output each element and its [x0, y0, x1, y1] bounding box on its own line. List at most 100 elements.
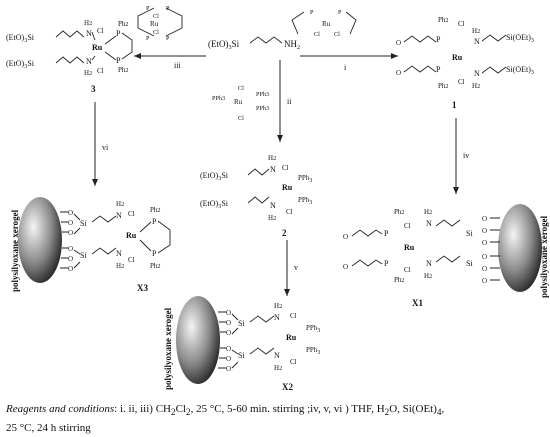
xerogel-sphere — [18, 197, 62, 283]
svg-text:Si: Si — [80, 251, 87, 260]
svg-text:PPh3: PPh3 — [256, 91, 269, 98]
svg-text:N: N — [116, 211, 122, 220]
svg-text:O: O — [482, 215, 487, 223]
svg-text:P: P — [384, 259, 389, 268]
figure-caption: Reagents and conditions: i. ii, iii) CH2… — [6, 401, 546, 436]
svg-text:O: O — [68, 265, 73, 273]
svg-text:Ru: Ru — [150, 20, 159, 28]
svg-text:Cl: Cl — [404, 266, 411, 274]
svg-text:PPh3: PPh3 — [298, 196, 312, 206]
svg-text:H2: H2 — [268, 154, 276, 162]
compound-2: (EtO)3Si (EtO)3Si H2 N N H2 Ru Cl Cl PPh… — [200, 154, 312, 238]
svg-text:Ph2: Ph2 — [438, 16, 449, 24]
svg-text:O: O — [226, 365, 231, 373]
svg-text:NH2: NH2 — [284, 39, 300, 51]
svg-text:Si: Si — [80, 219, 87, 228]
xerogel-sphere — [498, 204, 542, 292]
svg-text:P: P — [116, 56, 121, 65]
caption-sub: 2 — [171, 407, 176, 418]
svg-text:Cl: Cl — [128, 256, 135, 264]
svg-text:Ph2: Ph2 — [150, 206, 161, 214]
svg-text:H2: H2 — [274, 302, 282, 310]
caption-text: Cl — [175, 403, 186, 415]
svg-text:Ru: Ru — [322, 20, 331, 28]
svg-text:Ru: Ru — [126, 231, 137, 240]
svg-text:H2: H2 — [84, 19, 92, 27]
svg-text:P: P — [152, 217, 157, 226]
arrow-ii: ii — [277, 60, 292, 142]
svg-text:O: O — [68, 209, 73, 217]
svg-text:Cl: Cl — [282, 164, 289, 172]
svg-text:Cl: Cl — [128, 210, 135, 218]
svg-text:Ru: Ru — [234, 98, 243, 106]
svg-text:(EtO)3Si: (EtO)3Si — [6, 33, 35, 44]
svg-text:H2: H2 — [472, 27, 480, 35]
reagent-complex-ii: Ru Cl Cl PPh3 PPh3 PPh3 — [212, 85, 269, 122]
svg-text:Cl: Cl — [458, 78, 465, 86]
svg-text:(EtO)3Si: (EtO)3Si — [6, 59, 35, 70]
svg-text:Ph2: Ph2 — [118, 20, 129, 28]
svg-text:3: 3 — [91, 84, 96, 94]
svg-text:vi: vi — [102, 143, 109, 152]
svg-text:Si: Si — [466, 229, 473, 238]
svg-text:Si: Si — [238, 351, 245, 360]
svg-text:Cl: Cl — [334, 31, 340, 38]
svg-text:N: N — [426, 219, 432, 228]
svg-text:H2: H2 — [268, 214, 276, 222]
compound-x2: polysilyoxane xerogel O O O O O O Si Si … — [163, 296, 320, 392]
svg-text:P: P — [146, 35, 150, 42]
xerogel-sphere — [176, 296, 220, 384]
svg-text:N: N — [474, 37, 480, 46]
svg-text:iii: iii — [174, 61, 181, 70]
svg-text:Cl: Cl — [97, 27, 104, 35]
caption-sub: 2 — [384, 407, 390, 418]
svg-text:Cl: Cl — [238, 115, 244, 122]
caption-text: : i. ii, iii) CH — [114, 403, 171, 415]
svg-text:O: O — [482, 227, 487, 235]
svg-text:H2: H2 — [472, 82, 480, 90]
caption-text: , 25 °C, 5-60 min. stirring ;iv, v, vi )… — [190, 403, 385, 415]
svg-text:Cl: Cl — [153, 29, 159, 36]
svg-text:Si: Si — [466, 259, 473, 268]
svg-text:O: O — [482, 253, 487, 261]
svg-text:P: P — [436, 65, 441, 74]
svg-text:Cl: Cl — [153, 13, 159, 20]
svg-text:Si(OEt)3: Si(OEt)3 — [506, 33, 534, 44]
caption-text: , — [441, 403, 445, 415]
svg-text:H2: H2 — [116, 200, 124, 208]
svg-text:PPh3: PPh3 — [212, 95, 225, 102]
svg-text:P: P — [384, 229, 389, 238]
svg-text:iv: iv — [463, 151, 469, 160]
svg-text:polysilyoxane xerogel: polysilyoxane xerogel — [10, 209, 20, 292]
svg-text:Ru: Ru — [286, 333, 297, 342]
svg-text:1: 1 — [452, 100, 457, 110]
svg-text:N: N — [270, 165, 276, 174]
svg-text:O: O — [226, 319, 231, 327]
svg-text:Ru: Ru — [282, 183, 293, 192]
svg-text:H2: H2 — [424, 272, 432, 280]
arrow-v: v — [284, 240, 298, 296]
svg-text:Cl: Cl — [314, 31, 320, 38]
arrow-iii: iii — [134, 53, 206, 70]
svg-text:O: O — [226, 329, 231, 337]
svg-text:O: O — [396, 69, 401, 77]
svg-text:O: O — [226, 345, 231, 353]
svg-text:Cl: Cl — [458, 20, 465, 28]
svg-text:N: N — [86, 29, 92, 38]
svg-text:Cl: Cl — [290, 312, 297, 320]
svg-text:Ru: Ru — [92, 43, 103, 52]
svg-text:O: O — [482, 277, 487, 285]
svg-text:N: N — [86, 57, 92, 66]
svg-text:Cl: Cl — [404, 222, 411, 230]
caption-sub: 2 — [185, 407, 191, 418]
svg-text:P: P — [152, 249, 157, 258]
svg-text:P: P — [116, 29, 121, 38]
arrow-iv: iv — [453, 118, 469, 194]
caption-text: O, Si(OEt) — [389, 403, 437, 415]
svg-text:Ph2: Ph2 — [394, 276, 405, 284]
svg-text:H2: H2 — [116, 262, 124, 270]
svg-text:i: i — [344, 63, 347, 72]
svg-text:O: O — [68, 255, 73, 263]
svg-text:Si(OEt)3: Si(OEt)3 — [506, 65, 534, 76]
